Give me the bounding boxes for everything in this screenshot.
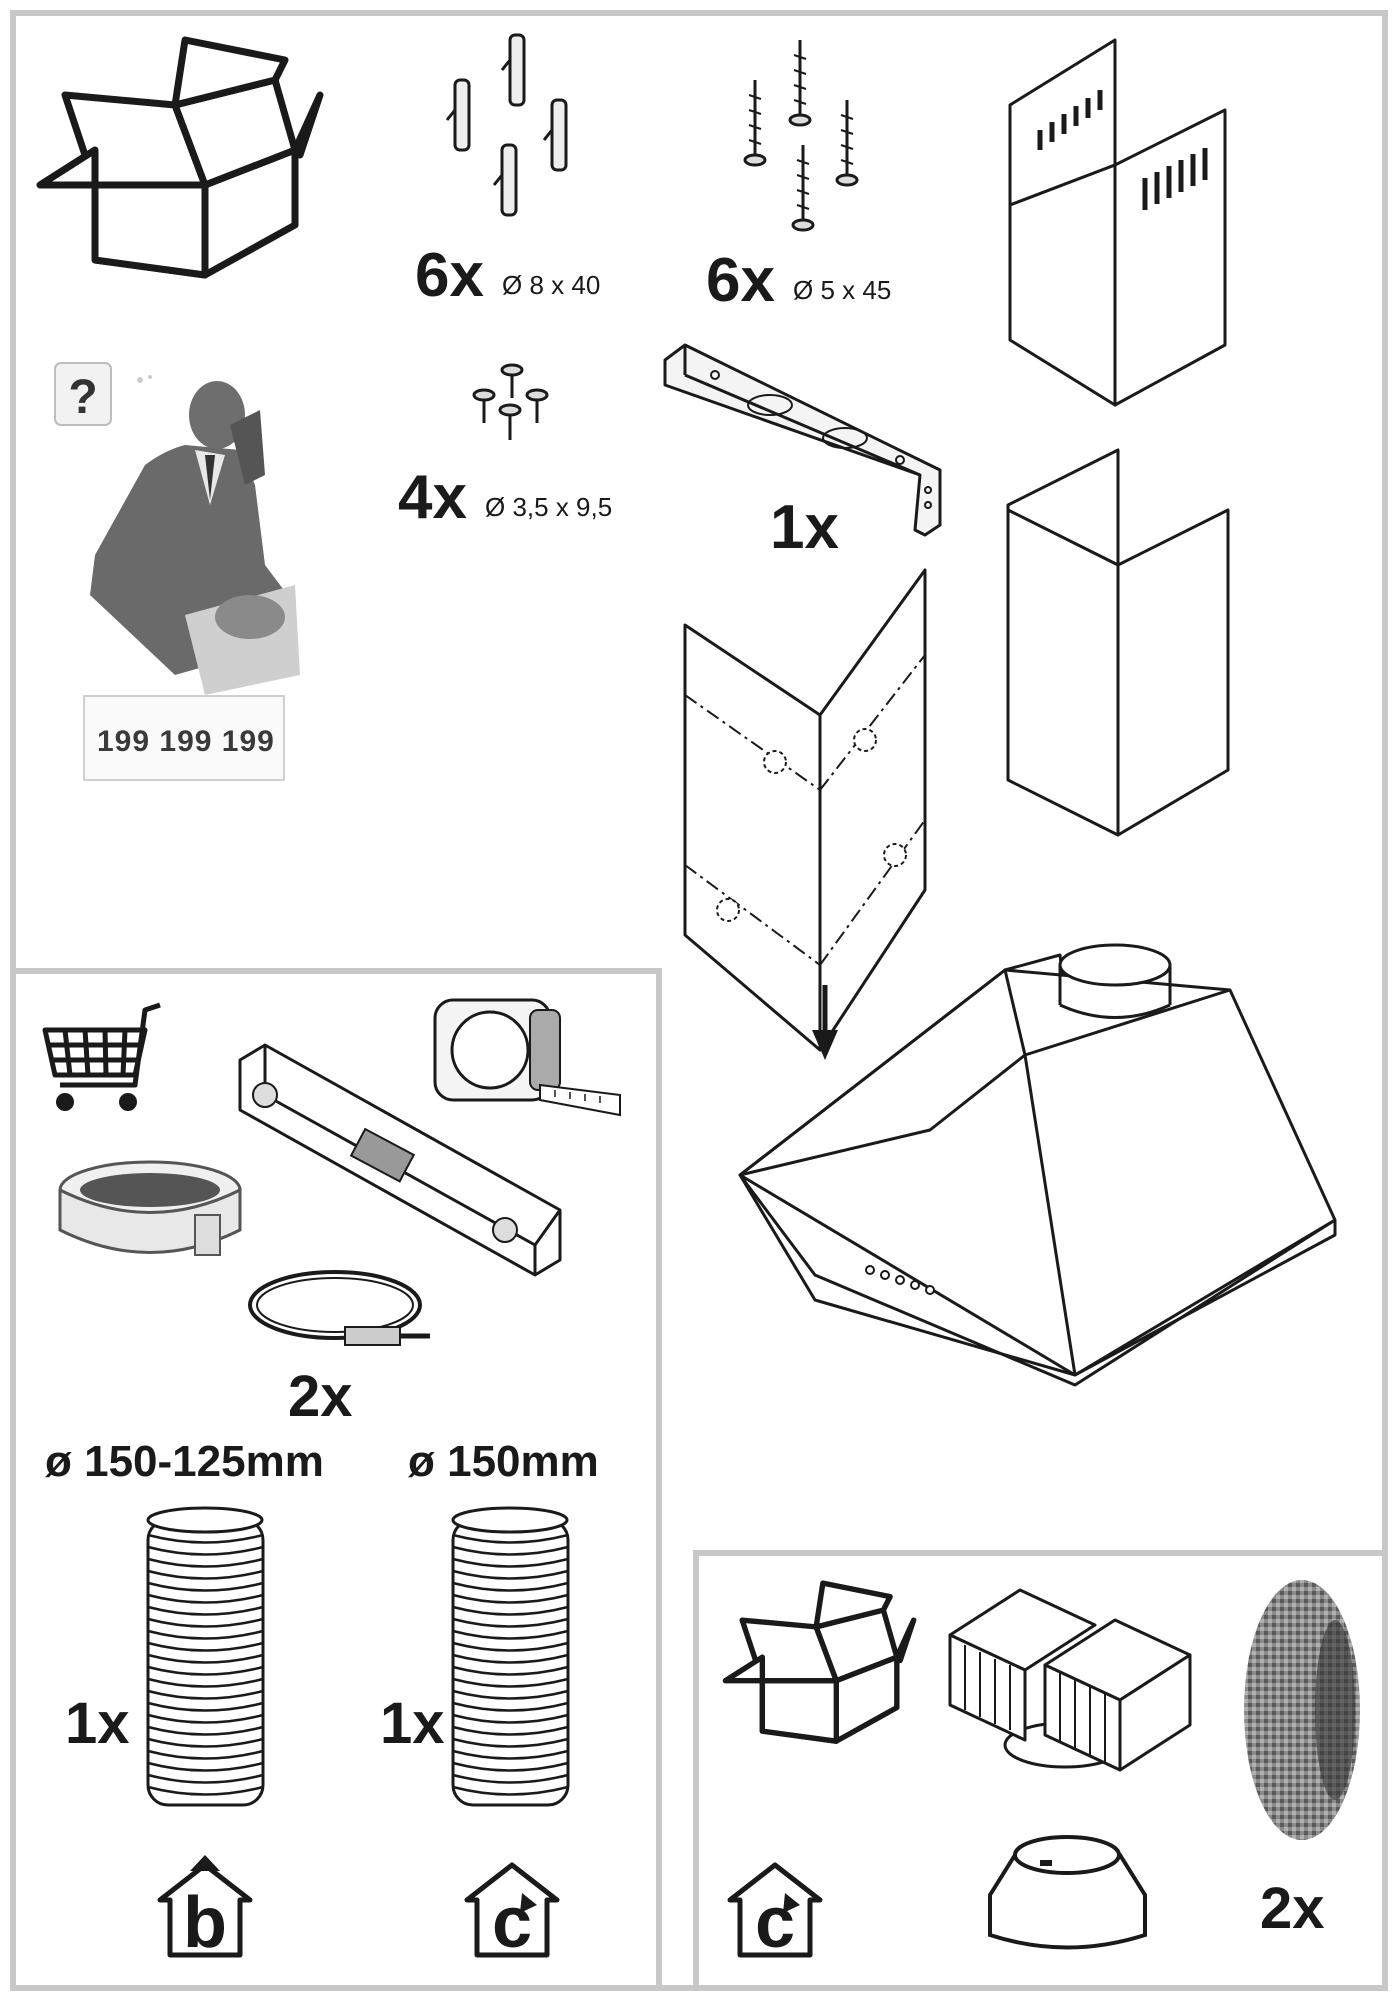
wall-plugs-dim: Ø 8 x 40: [502, 270, 601, 300]
tape-measure-icon: [433, 998, 621, 1117]
spirit-level-icon: [238, 1043, 562, 1277]
kit-recirculation-mode-icon: c: [727, 1862, 823, 1963]
pipe-b-qty: 1x: [380, 1691, 445, 1756]
open-box-icon: [36, 36, 324, 279]
ducted-mode-letter: b: [183, 1883, 227, 1963]
carbon-filter-icon: [1244, 1580, 1360, 1840]
customer-service-icon: ?: [54, 362, 300, 695]
kit-mode-letter: c: [755, 1883, 795, 1963]
wall-plugs-icon: [445, 33, 568, 217]
phone-number-box: [83, 695, 285, 781]
ducted-mode-icon: b: [157, 1855, 253, 1963]
wood-screws-dim: Ø 5 x 45: [793, 275, 892, 305]
hinged-panel-icon: [683, 568, 927, 1060]
pipe-b-diameter: ø 150mm: [408, 1437, 599, 1486]
flexible-pipe-a-icon: [146, 1506, 265, 1807]
wall-plugs-qty: 6x: [415, 241, 484, 310]
kit-box-icon: [722, 1580, 917, 1744]
recirculation-mode-icon: c: [464, 1862, 560, 1963]
bracket-qty: 1x: [770, 493, 839, 562]
pipe-a-diameter: ø 150-125mm: [45, 1437, 324, 1486]
mounting-bracket-icon: [663, 343, 942, 537]
hose-clamp-icon: [248, 1270, 430, 1346]
clamp-qty: 2x: [288, 1364, 353, 1429]
reducer-collar-icon: [988, 1835, 1147, 1950]
tape-roll-icon: [58, 1160, 242, 1256]
wood-screws-qty: 6x: [706, 246, 775, 315]
wood-screws-icon: [743, 40, 859, 232]
recirculation-mode-letter: c: [492, 1883, 532, 1963]
small-screws-qty: 4x: [398, 463, 467, 532]
filter-housing-icon: [948, 1588, 1192, 1772]
flexible-pipe-b-icon: [451, 1506, 570, 1807]
small-screws-icon: [472, 363, 549, 440]
filter-qty: 2x: [1260, 1876, 1325, 1941]
hood-icon: [738, 943, 1337, 1387]
shopping-cart-icon: [42, 1002, 161, 1111]
small-screws-dim: Ø 3,5 x 9,5: [485, 492, 613, 522]
question-mark: ?: [68, 371, 97, 424]
pipe-a-qty: 1x: [65, 1691, 130, 1756]
service-phone-number: 199 199 199: [97, 725, 275, 758]
filter-kit-panel: [693, 1550, 1388, 1991]
lower-chimney-icon: [1006, 448, 1230, 837]
upper-chimney-icon: [1008, 38, 1227, 407]
tools-panel: [10, 968, 662, 1991]
